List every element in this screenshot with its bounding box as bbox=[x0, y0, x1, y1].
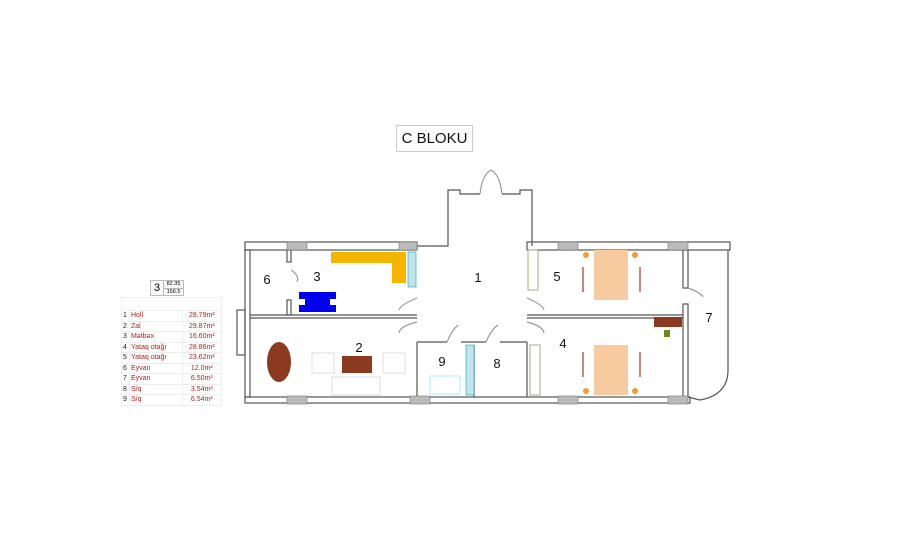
room-no: 9 bbox=[121, 394, 130, 406]
unit-areas: 82.35 156.5 bbox=[164, 281, 183, 295]
unit-number: 3 bbox=[151, 281, 164, 295]
walls bbox=[236, 169, 731, 404]
room-area: 6.54m² bbox=[181, 394, 223, 406]
wardrobe-room-5 bbox=[527, 249, 539, 291]
room-label-2: 2 bbox=[355, 340, 362, 355]
coffee-table bbox=[342, 356, 372, 373]
wardrobe-room-4 bbox=[529, 344, 541, 396]
block-title: C BLOKU bbox=[396, 125, 473, 152]
room-label-3: 3 bbox=[313, 269, 320, 284]
dining-table bbox=[305, 292, 330, 312]
block-title-text: C BLOKU bbox=[401, 130, 468, 147]
kitchen-counter-side bbox=[392, 263, 406, 283]
bed-room-5 bbox=[594, 250, 628, 300]
room-label-9: 9 bbox=[438, 354, 445, 369]
room-label-1: 1 bbox=[474, 270, 481, 285]
bathtub bbox=[429, 375, 461, 395]
room-label-6: 6 bbox=[263, 272, 270, 287]
round-table bbox=[267, 342, 291, 382]
kitchen-counter bbox=[331, 252, 406, 263]
legend-header-row bbox=[121, 297, 222, 311]
unit-living-area: 82.35 bbox=[164, 281, 183, 289]
chair bbox=[664, 330, 670, 337]
room-label-8: 8 bbox=[493, 356, 500, 371]
room-label-4: 4 bbox=[559, 336, 566, 351]
sofa bbox=[331, 376, 381, 396]
columns bbox=[286, 241, 689, 405]
fridge bbox=[407, 251, 417, 288]
furniture bbox=[267, 249, 682, 396]
room-label-5: 5 bbox=[553, 269, 560, 284]
shaft bbox=[465, 344, 475, 396]
room-label-7: 7 bbox=[705, 310, 712, 325]
desk bbox=[654, 317, 682, 327]
bed-room-4 bbox=[594, 345, 628, 395]
room-labels: 1 2 3 4 5 6 7 8 9 bbox=[263, 269, 712, 371]
unit-badge: 3 82.35 156.5 bbox=[150, 280, 184, 296]
unit-total-area: 156.5 bbox=[166, 289, 181, 295]
